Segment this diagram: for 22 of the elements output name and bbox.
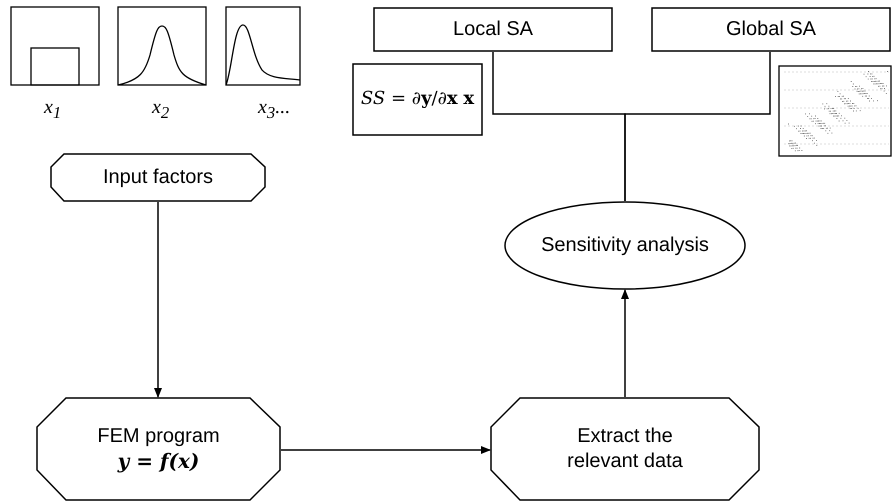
octagon-box <box>36 397 281 501</box>
variable-label: x$_{1}$ <box>44 96 62 123</box>
octagon-box <box>490 397 760 501</box>
connector-line <box>624 52 771 201</box>
node-label: FEM program <box>97 424 220 449</box>
node-label: Local SA <box>452 17 534 42</box>
node-label: Input factors <box>102 165 214 190</box>
arrow <box>281 446 491 454</box>
process-box <box>651 7 891 52</box>
process-ellipse <box>504 201 746 290</box>
variable-label: x$_{3}$... <box>258 96 290 123</box>
formula-box <box>352 63 483 136</box>
arrow <box>621 289 629 397</box>
node-label: Global SA <box>726 17 816 42</box>
arrow <box>154 202 162 398</box>
formula: y = f(x) <box>118 449 200 474</box>
octagon-box <box>50 153 266 202</box>
process-box <box>373 7 613 52</box>
variable-label: x$_{2}$ <box>152 96 170 123</box>
node-label: Extract the relevant data <box>566 424 684 474</box>
formula: SS = ∂y/∂x x <box>360 88 474 111</box>
node-label: Sensitivity analysis <box>541 233 709 258</box>
